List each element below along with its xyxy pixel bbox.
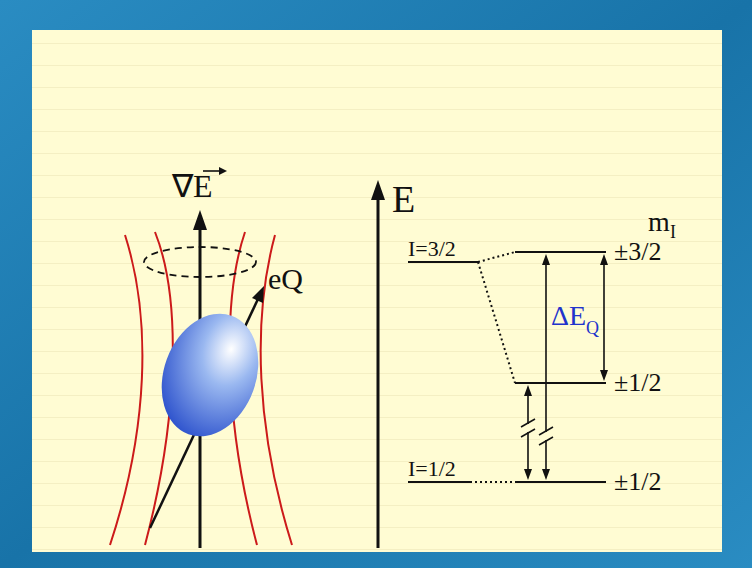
- subscript: I: [670, 222, 676, 243]
- sublevel-label: ±3/2: [614, 237, 662, 267]
- arrowheads: [524, 254, 608, 480]
- energy-levels: [408, 252, 606, 482]
- splitting-label: ΔE: [551, 300, 586, 332]
- sublevel-label: ±1/2: [614, 368, 662, 398]
- spin-label: I=1/2: [408, 456, 456, 481]
- break-marks: [521, 419, 553, 445]
- panel: [32, 30, 722, 552]
- vector-arrow-head: [219, 167, 227, 175]
- dotted-splitting: [470, 252, 515, 482]
- field-gradient-label: ∇E: [172, 168, 213, 205]
- spin-label: I=3/2: [408, 236, 456, 261]
- quadrupole-label: eQ: [268, 262, 303, 297]
- arrowhead: [371, 180, 385, 200]
- energy-axis-label: E: [392, 178, 415, 222]
- subscript: Q: [586, 318, 599, 339]
- nucleus-ellipsoid: [145, 300, 275, 450]
- energy-axis: [377, 196, 380, 548]
- transition-arrows: [528, 262, 604, 472]
- sublevel-label: ±1/2: [614, 467, 662, 497]
- quantum-number-label: m: [648, 206, 670, 238]
- arrowhead: [193, 210, 207, 230]
- arrowhead: [252, 286, 264, 303]
